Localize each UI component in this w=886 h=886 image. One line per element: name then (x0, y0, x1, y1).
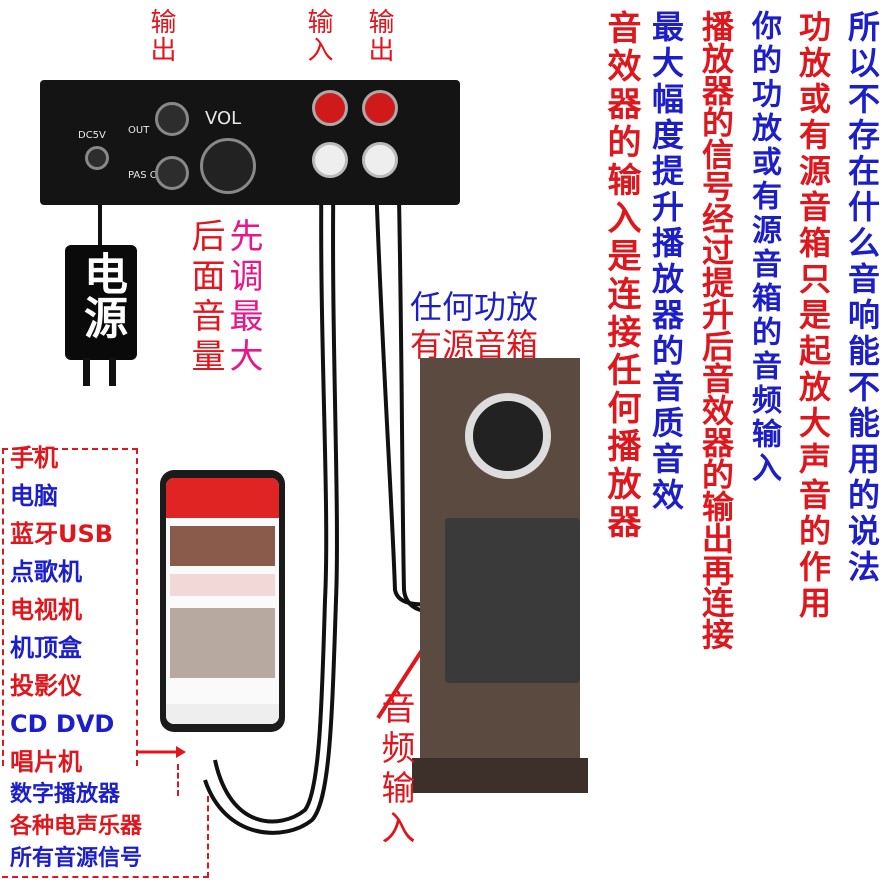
input-terminal-white (312, 142, 348, 178)
power-label: 电源 (75, 251, 127, 339)
note-column: 功放或有源音箱只是起放大声音的作用 (797, 10, 829, 622)
dc-jack (85, 146, 109, 170)
music-app-playlist (170, 608, 275, 678)
output-label-right: 输出 (366, 8, 392, 64)
power-block: 电源 (65, 245, 137, 360)
volume-note-col1: 后面音量 (188, 218, 222, 378)
note-column: 音效器的输入是连接任何播放器 (604, 10, 638, 542)
volume-note-col2: 先调最大 (226, 218, 260, 378)
speaker-port (465, 393, 551, 479)
dc-label: DC5V (78, 130, 106, 141)
note-column: 你的功放或有源音箱的音频输入 (748, 10, 778, 486)
arrow-right-icon (176, 746, 186, 758)
vol-label: VOL (205, 108, 241, 129)
speaker-base (412, 758, 588, 793)
output-label-left: 输出 (148, 8, 174, 64)
music-app-header (166, 478, 279, 518)
source-item: 唱片机 (10, 750, 82, 774)
speaker-back-panel (445, 518, 580, 683)
source-item: 电脑 (10, 484, 58, 508)
pas-out-jack (155, 156, 189, 190)
phone-screen (166, 478, 279, 724)
music-app-banner (170, 526, 275, 566)
music-app-bottom-bar (166, 704, 279, 724)
volume-knob[interactable] (200, 138, 256, 194)
source-item: 投影仪 (10, 674, 82, 698)
active-speaker (420, 358, 580, 793)
source-item: 蓝牙USB (10, 522, 113, 546)
output-terminal-white (362, 142, 398, 178)
source-item: 点歌机 (10, 560, 82, 584)
audio-input-label: 音频输入 (378, 690, 412, 850)
source-item: 手机 (10, 446, 58, 470)
out-label: OUT (128, 125, 149, 136)
source-item: 数字播放器 (10, 784, 120, 806)
music-app-icons (170, 574, 275, 596)
note-column: 所以不存在什么音响能不能用的说法 (846, 10, 878, 586)
input-label: 输入 (305, 8, 331, 64)
note-column: 播放器的信号经过提升后音效器的输出再连接 (700, 10, 732, 650)
note-column: 最大幅度提升播放器的音质音效 (650, 10, 682, 514)
input-terminal-red (312, 90, 348, 126)
source-item: 机顶盒 (10, 636, 82, 660)
out-jack (155, 102, 189, 136)
plug-icon (75, 358, 125, 388)
source-item: 各种电声乐器 (10, 816, 142, 838)
output-terminal-red (362, 90, 398, 126)
source-item: 电视机 (10, 598, 82, 622)
amplifier: DC5V OUT PAS OUT VOL (40, 80, 460, 205)
source-item: CD DVD (10, 712, 114, 736)
smartphone (160, 470, 285, 732)
source-item: 所有音源信号 (10, 848, 142, 870)
